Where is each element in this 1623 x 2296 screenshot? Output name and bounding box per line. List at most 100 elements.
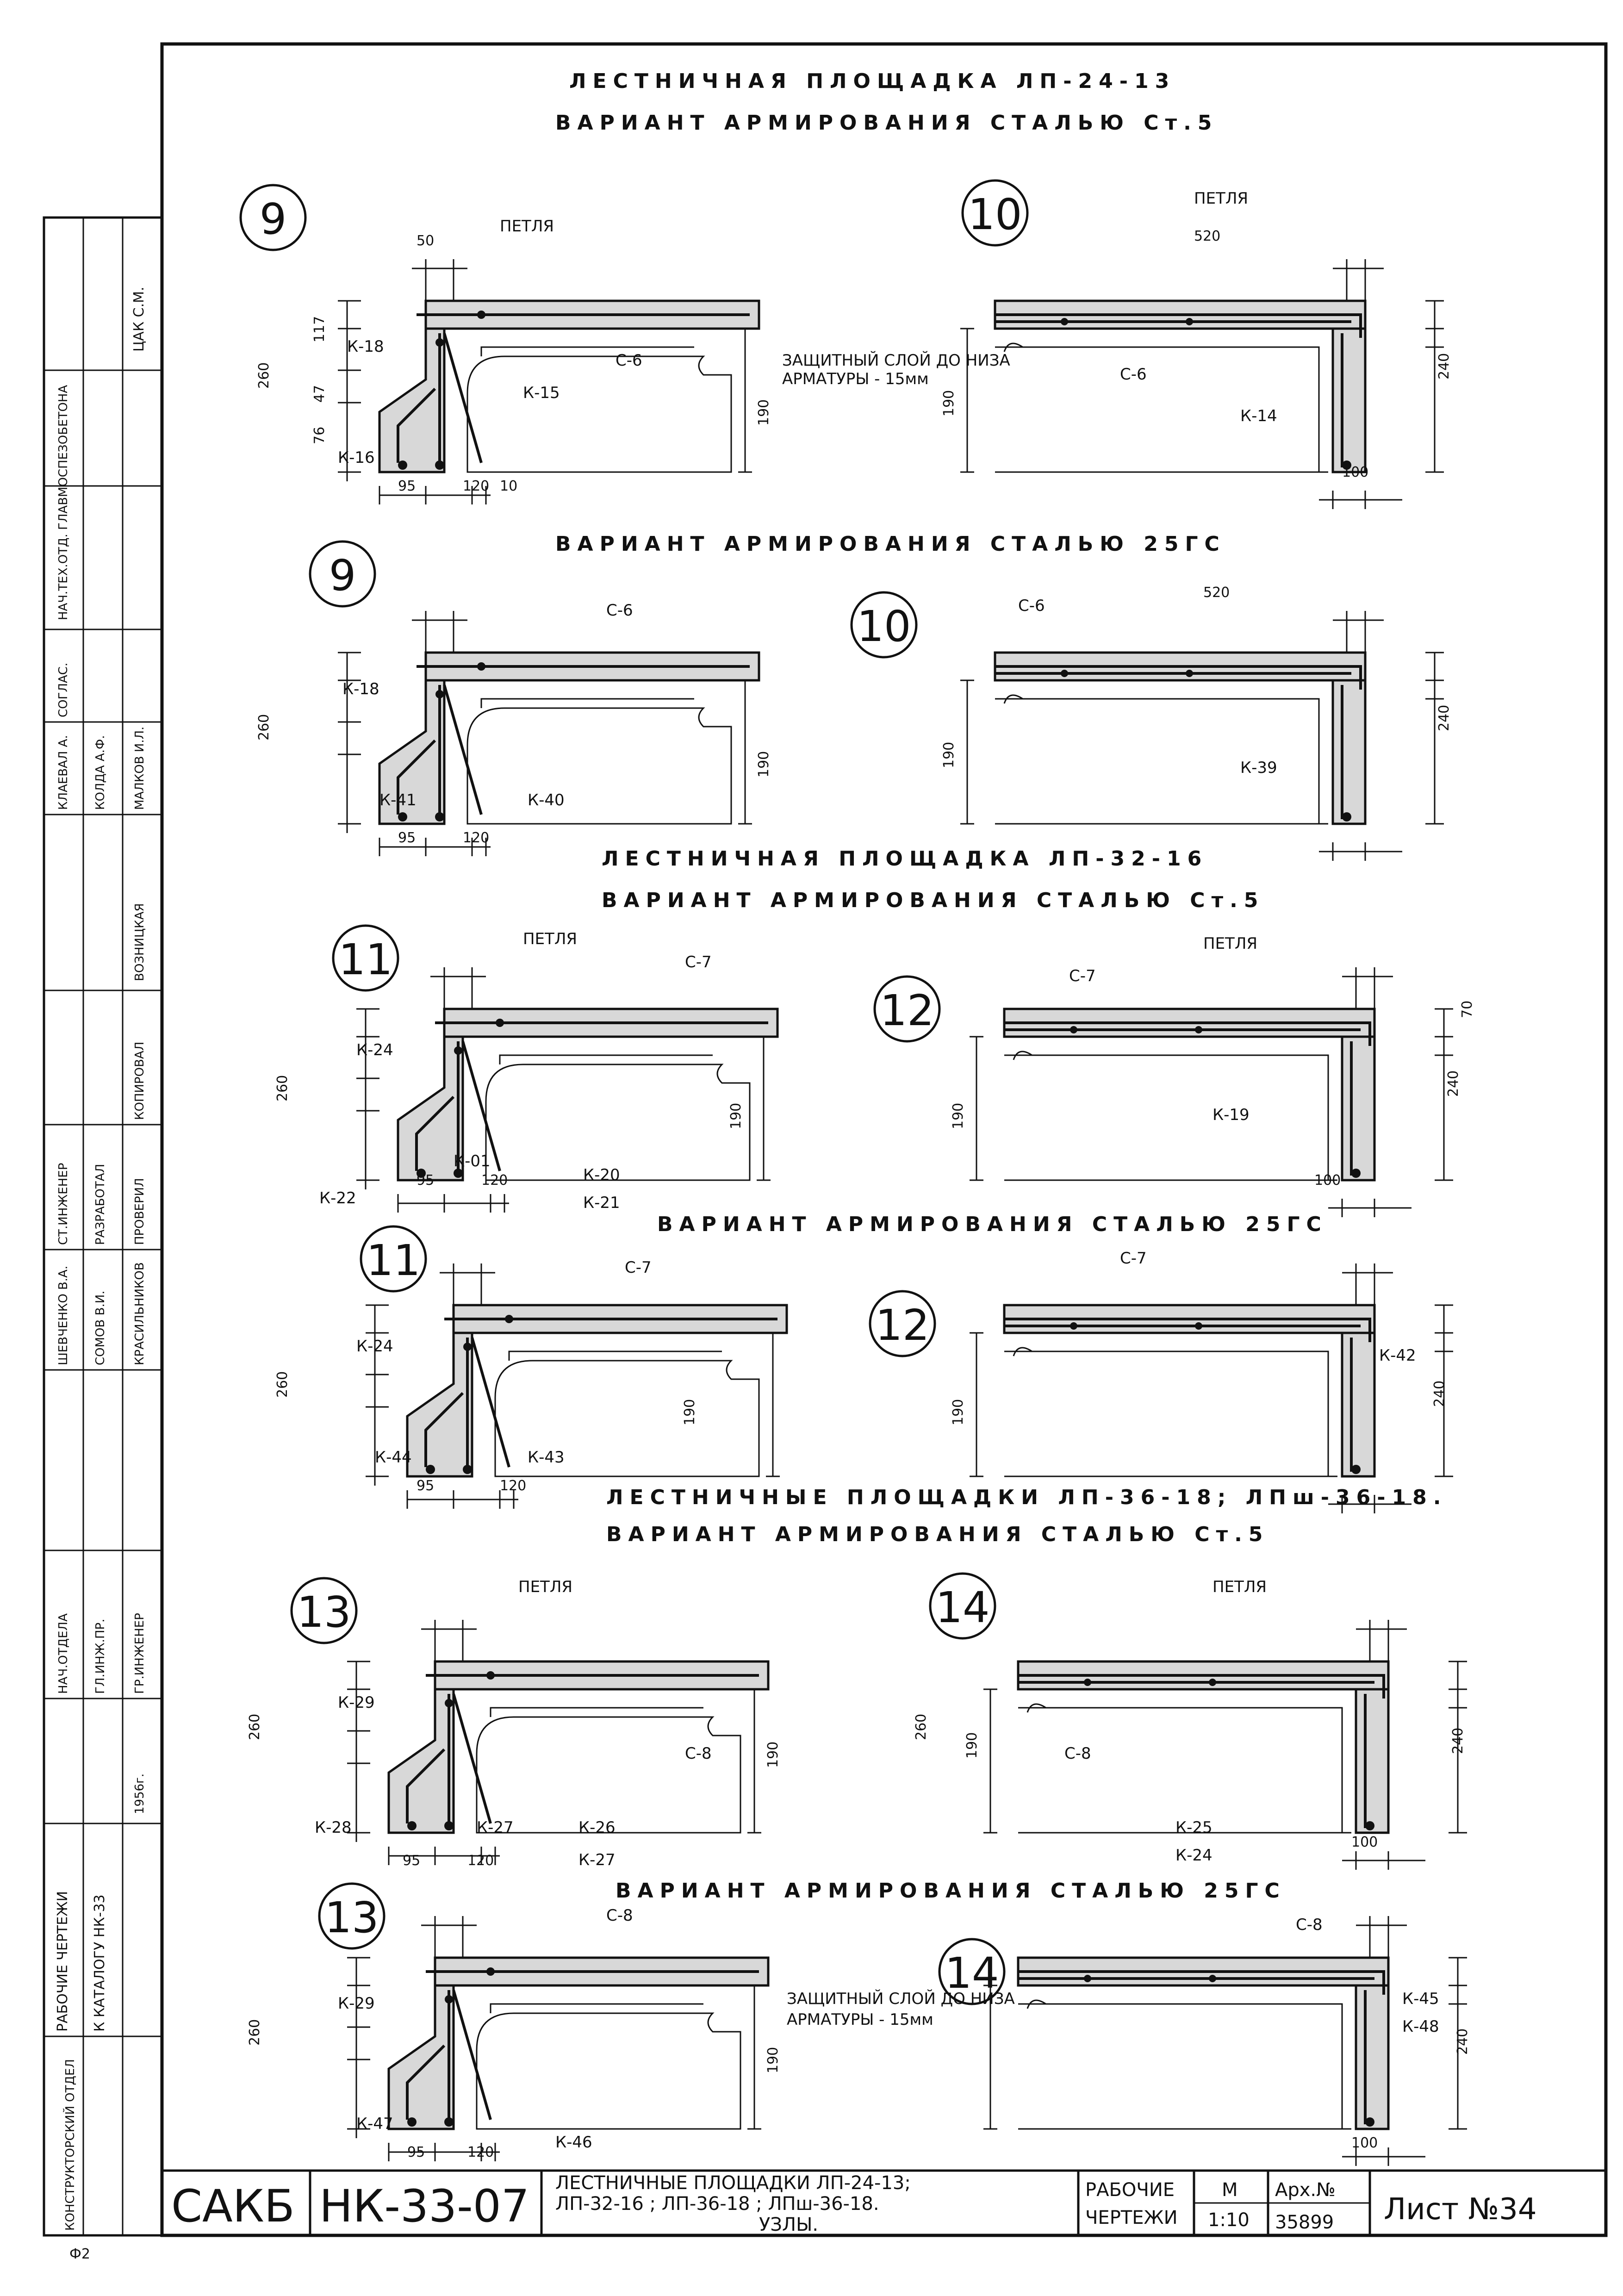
stamp-r16: ГЛ.ИНЖ.ПР. [93, 1619, 107, 1694]
archive-value: 35899 [1275, 2212, 1334, 2233]
note-cover-1: ЗАЩИТНЫЙ СЛОЙ ДО НИЗА [782, 351, 1010, 370]
label-k25: К-25 [1175, 1818, 1213, 1837]
dim-240: 240 [1445, 1070, 1461, 1097]
stamp-r5: КОЛДА А.Ф. [93, 735, 107, 810]
dim-95: 95 [398, 830, 416, 846]
archive-label: Арх.№ [1275, 2179, 1336, 2201]
dim-95: 95 [417, 1172, 434, 1188]
title-desc-1: ЛЕСТНИЧНЫЕ ПЛОЩАДКИ ЛП-24-13; [555, 2172, 911, 2194]
title-variant-st5-c: ВАРИАНТ АРМИРОВАНИЯ СТАЛЬЮ Ст.5 [606, 1523, 1269, 1546]
node-12-st5: 12 ПЕТЛЯ С-7 К-19 240 70 100 190 [875, 934, 1475, 1217]
stamp-r1: ЦАК С.М. [131, 286, 147, 352]
dim-240: 240 [1436, 705, 1452, 731]
label-k44: К-44 [375, 1448, 412, 1467]
label-k15: К-15 [523, 384, 560, 402]
node-number: 11 [338, 935, 392, 984]
node-13-25gs: 13 С-8 К-29 К-47 К-46 ЗАЩИТНЫЙ СЛОЙ ДО Н… [247, 1884, 1015, 2161]
label-k18: К-18 [342, 680, 379, 698]
note-cover-2: АРМАТУРЫ - 15мм [782, 370, 929, 388]
dim-260: 260 [256, 362, 272, 389]
node-number: 13 [324, 1893, 379, 1942]
stamp-r12: РАЗРАБОТАЛ [93, 1164, 107, 1245]
scale-label: М [1222, 2179, 1238, 2201]
note-cover-1: ЗАЩИТНЫЙ СЛОЙ ДО НИЗА [787, 1989, 1015, 2008]
label-petlya: ПЕТЛЯ [1203, 934, 1257, 953]
label-k43: К-43 [528, 1448, 565, 1467]
dim-100: 100 [1351, 2135, 1378, 2151]
dim-76: 76 [311, 427, 328, 444]
dim-260: 260 [247, 1714, 263, 1740]
node-number: 11 [366, 1236, 420, 1285]
stamp-r14: КОПИРОВАЛ [133, 1042, 147, 1120]
label-k29: К-29 [338, 1693, 375, 1712]
dim-240: 240 [1450, 1728, 1466, 1754]
dim-120: 120 [500, 1478, 526, 1494]
stamp-r21: КОНСТРУКТОРСКИЙ ОТДЕЛ [62, 2059, 77, 2231]
node-number: 9 [329, 551, 356, 600]
node-number: 12 [880, 986, 934, 1035]
label-k40: К-40 [528, 791, 565, 809]
scale-value: 1:10 [1208, 2209, 1250, 2231]
label-k21: К-21 [583, 1194, 620, 1212]
dim-100: 100 [1351, 1834, 1378, 1850]
stamp-r6: МАЛКОВ И.Л. [133, 727, 147, 810]
stamp-r7: ВОЗНИЦКАЯ [133, 903, 147, 981]
dim-120: 120 [463, 478, 489, 494]
label-k41: К-41 [379, 791, 417, 809]
dim-190: 190 [756, 751, 772, 778]
doc-code: НК-33-07 [319, 2180, 529, 2232]
dim-240: 240 [1455, 2028, 1471, 2055]
label-c7: С-7 [685, 953, 712, 971]
org-name: САКБ [171, 2180, 295, 2232]
node-number: 13 [297, 1587, 351, 1637]
stamp-r20: К КАТАЛОГУ НК-33 [92, 1894, 108, 2032]
dim-260: 260 [256, 714, 272, 740]
stamp-r22: Ф2 [69, 2246, 90, 2262]
note-cover-2: АРМАТУРЫ - 15мм [787, 2010, 933, 2029]
title-lp-24-13: ЛЕСТНИЧНАЯ ПЛОЩАДКА ЛП-24-13 [569, 69, 1175, 93]
title-desc-3: УЗЛЫ. [759, 2214, 818, 2235]
label-k18: К-18 [347, 337, 384, 356]
dim-10: 10 [500, 478, 517, 494]
node-11-st5: 11 ПЕТЛЯ С-7 К-24 К-22 К-01 К-20 К-21 26… [274, 926, 777, 1213]
stage-1: РАБОЧИЕ [1085, 2179, 1175, 2201]
dim-260: 260 [274, 1075, 291, 1101]
node-number: 10 [857, 602, 911, 651]
dim-120: 120 [467, 1853, 494, 1869]
label-k39: К-39 [1240, 759, 1277, 777]
stamp-r8: ШЕВЧЕНКО В.А. [56, 1266, 70, 1365]
stamp-r3: СОГЛАС. [56, 663, 70, 717]
node-10-st5: 10 ПЕТЛЯ 520 С-6 К-14 240 100 190 [941, 180, 1452, 509]
stamp-r19: РАБОЧИЕ ЧЕРТЕЖИ [55, 1891, 71, 2032]
stamp-r13: ПРОВЕРИЛ [133, 1178, 147, 1245]
stamp-r9: СОМОВ В.И. [93, 1291, 107, 1365]
label-k24: К-24 [356, 1041, 393, 1059]
dim-190: 190 [765, 1742, 781, 1768]
dim-190: 190 [941, 742, 957, 768]
stamp-r2: НАЧ.ТЕХ.ОТД. ГЛАВМОСПЕЗОБЕТОНА [56, 385, 70, 620]
dim-240: 240 [1431, 1381, 1448, 1407]
node-9-st5: 9 ПЕТЛЯ К-18 К-15 К-16 С-6 ЗАЩИТНЫЙ СЛОЙ… [241, 185, 1010, 504]
dim-117: 117 [311, 316, 328, 342]
dim-190: 190 [950, 1103, 966, 1129]
label-petlya: ПЕТЛЯ [518, 1578, 572, 1596]
label-k42: К-42 [1379, 1346, 1416, 1365]
node-14-st5: 14 ПЕТЛЯ С-8 К-25 К-24 240 100 260 190 [913, 1574, 1467, 1870]
title-lp-36-18: ЛЕСТНИЧНЫЕ ПЛОЩАДКИ ЛП-36-18; ЛПш-36-18. [606, 1486, 1447, 1509]
node-10-25gs: 10 С-6 520 К-39 240 190 [852, 585, 1452, 861]
dim-190: 190 [964, 1732, 980, 1759]
dim-240: 240 [1436, 353, 1452, 380]
dim-260: 260 [274, 1371, 291, 1398]
node-14-25gs: 14 С-8 К-45 К-48 240 100 [939, 1916, 1471, 2166]
dim-50: 50 [417, 233, 434, 249]
label-c7: С-7 [1069, 967, 1096, 985]
stamp-r11: СТ.ИНЖЕНЕР [56, 1163, 70, 1245]
label-k01: К-01 [454, 1152, 491, 1170]
node-12-25gs: 12 С-7 К-42 240 190 [870, 1249, 1453, 1513]
dim-120: 120 [467, 2144, 494, 2160]
label-c6: С-6 [1120, 365, 1147, 384]
label-c7: С-7 [1120, 1249, 1147, 1268]
label-petlya: ПЕТЛЯ [1213, 1578, 1267, 1596]
dim-120: 120 [463, 830, 489, 846]
